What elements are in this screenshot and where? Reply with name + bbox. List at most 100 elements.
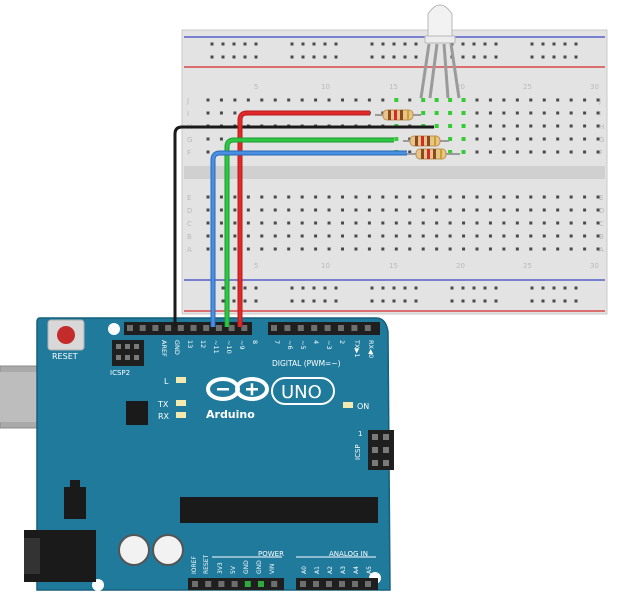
breadboard-hole (502, 195, 506, 199)
breadboard-hole (502, 98, 506, 102)
breadboard-hole (246, 221, 250, 225)
rail-hole (552, 42, 556, 46)
header-pin (152, 325, 159, 331)
breadboard-hole (367, 221, 371, 225)
breadboard-hole (542, 150, 546, 154)
breadboard-hole (341, 221, 344, 225)
reset-button-cap[interactable] (57, 326, 75, 344)
breadboard-hole (556, 124, 560, 128)
active-hole (421, 111, 426, 115)
breadboard-hole (529, 234, 533, 238)
col-num-30-bottom: 30 (590, 262, 599, 270)
gnd-wire[interactable] (173, 125, 434, 327)
resistor-3-band-1 (421, 149, 424, 159)
breadboard-hole (354, 195, 358, 199)
breadboard-hole (246, 234, 250, 238)
digital-label: DIGITAL (PWM=~) (272, 359, 341, 368)
header-pin (177, 325, 184, 331)
breadboard-hole (596, 150, 600, 154)
rail-hole (312, 299, 316, 303)
breadboard-hole (529, 111, 533, 115)
on-led-label: ON (357, 402, 369, 411)
resistor-3-band-4 (440, 149, 442, 159)
red-wire[interactable] (238, 111, 370, 327)
col-num-20-top: 20 (456, 83, 465, 91)
breadboard-hole (300, 98, 304, 102)
green-wire[interactable] (225, 138, 394, 327)
resistor-3[interactable] (407, 148, 460, 160)
row-letter-a-right: A (599, 246, 604, 254)
breadboard-hole (435, 221, 439, 225)
breadboard-hole (219, 208, 223, 212)
breadboard-hole (556, 195, 560, 199)
rail-hole (312, 42, 316, 46)
icsp2-pin (116, 344, 121, 349)
breadboard-hole (462, 208, 466, 212)
breadboard-hole (381, 98, 385, 102)
breadboard-hole (596, 208, 600, 212)
breadboard-hole (341, 195, 344, 199)
rail-hole (494, 299, 498, 303)
header-pin (297, 325, 304, 331)
breadboard-hole (569, 208, 573, 212)
pin-label-a5: A5 (366, 566, 373, 574)
tx-led (176, 400, 186, 406)
pin-label-a4: A4 (353, 566, 360, 574)
breadboard-hole (569, 124, 573, 128)
breadboard-hole (502, 111, 506, 115)
col-num-5-top: 5 (254, 83, 258, 91)
breadboard-hole (502, 234, 506, 238)
breadboard-hole (206, 221, 210, 225)
row-letter-a-left: A (187, 246, 192, 254)
breadboard-hole (488, 150, 492, 154)
icsp2-pins (116, 344, 139, 360)
pin-label-4: 4 (312, 340, 320, 344)
rail-hole (301, 299, 305, 303)
header-pin (231, 581, 238, 587)
resistor-3-band-3 (433, 149, 436, 159)
rail-hole (370, 55, 374, 59)
arduino-logo-icon (206, 377, 269, 401)
header-pin (313, 581, 319, 587)
l-led-label: L (164, 377, 169, 386)
breadboard-hole (583, 98, 587, 102)
led-leg-red (419, 43, 431, 99)
rail-hole (312, 55, 316, 59)
breadboard-hole (515, 111, 519, 115)
pin-label-a2: A2 (327, 566, 334, 574)
analog-pin-labels: A0 A1 A2 A3 A4 A5 (301, 566, 373, 574)
breadboard-hole (421, 208, 425, 212)
rail-hole (232, 299, 236, 303)
breadboard-hole (462, 221, 466, 225)
rail-hole (301, 55, 305, 59)
rail-hole (334, 286, 338, 290)
icsp-pin (383, 447, 389, 453)
active-hole (394, 98, 399, 102)
breadboard-hole (596, 111, 600, 115)
header-pin (326, 581, 332, 587)
rgb-led[interactable] (419, 4, 461, 99)
breadboard-hole (394, 221, 398, 225)
resistor-1[interactable] (375, 109, 421, 121)
breadboard-hole (475, 221, 479, 225)
breadboard-hole (341, 98, 344, 102)
col-num-30-top: 30 (590, 83, 599, 91)
breadboard-hole (381, 221, 385, 225)
voltage-regulator-tab (70, 480, 80, 488)
breadboard-hole (314, 195, 318, 199)
rail-hole (461, 55, 465, 59)
blue-wire[interactable] (211, 151, 407, 327)
row-letter-e-right: E (599, 194, 603, 202)
rail-hole (472, 299, 476, 303)
rail-hole (392, 55, 396, 59)
breadboard-hole (448, 221, 452, 225)
rail-hole (221, 55, 225, 59)
breadboard-hole (408, 208, 412, 212)
resistor-2[interactable] (403, 135, 449, 147)
rx-led-label: RX (158, 412, 170, 421)
row-letter-d-left: D (187, 207, 192, 215)
breadboard-hole (354, 221, 358, 225)
breadboard-hole (367, 234, 371, 238)
power-label: POWER (258, 550, 284, 558)
breadboard-hole (233, 195, 237, 199)
